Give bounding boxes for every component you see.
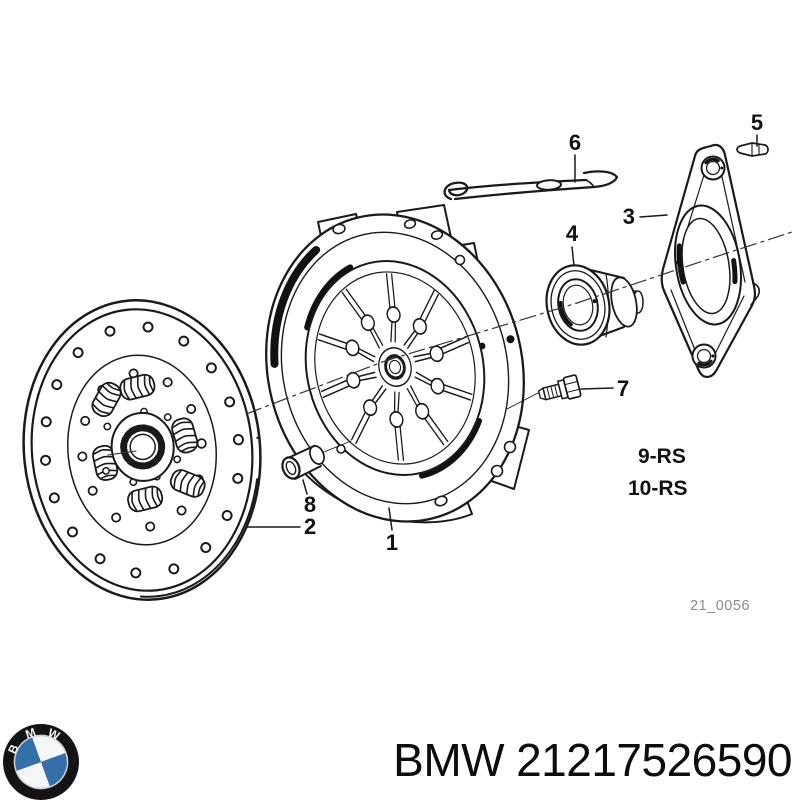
sleeve-part-8 (281, 440, 352, 480)
leader-lines (245, 134, 758, 531)
kit-label-10rs: 10-RS (628, 477, 688, 500)
leader-7 (580, 387, 614, 390)
part-number: 21217526590 (516, 734, 792, 786)
pressure-plate-part-1 (265, 204, 530, 524)
part-label-1: 1 (386, 530, 398, 555)
logo-quadrant-se (41, 753, 67, 787)
drawing-number: 21_0056 (690, 598, 750, 614)
splined-hub (110, 411, 175, 482)
part-label-6: 6 (569, 130, 581, 155)
part-label-8: 8 (304, 492, 316, 517)
part-label-3: 3 (623, 204, 635, 229)
kit-label-9rs: 9-RS (638, 445, 686, 468)
hub-centerline (107, 450, 137, 456)
release-lever-part-3 (660, 143, 760, 379)
axis-centerline (245, 230, 796, 415)
pin-part-5 (736, 142, 769, 157)
logo-letter-m: M (23, 725, 37, 742)
exploded-clutch-diagram: 1 2 3 4 5 6 7 8 9-RS 10-RS 21_0056 (22, 110, 796, 614)
brand-name: BMW (393, 734, 505, 786)
part-label-7: 7 (617, 376, 629, 401)
logo-quadrant-ne (32, 736, 66, 762)
leader-3 (639, 214, 668, 218)
retaining-spring-part-6 (443, 170, 619, 201)
cover-ear-holes (332, 219, 517, 507)
leader-1 (388, 507, 393, 531)
part-label-4: 4 (566, 221, 579, 246)
part-label-2: 2 (304, 514, 316, 539)
bmw-logo: B M W (3, 724, 79, 800)
part-label-5: 5 (751, 110, 763, 135)
bolt-part-7 (506, 374, 582, 410)
leader-4 (571, 246, 575, 267)
diaphragm-fingers (317, 272, 473, 462)
release-bearing-part-4 (545, 264, 644, 346)
logo-quadrant-sw (16, 762, 50, 788)
logo-inner-rim (13, 734, 69, 790)
logo-quadrant-nw (15, 737, 41, 771)
clutch-disc-part-2 (22, 299, 262, 601)
leader-8 (302, 479, 308, 495)
